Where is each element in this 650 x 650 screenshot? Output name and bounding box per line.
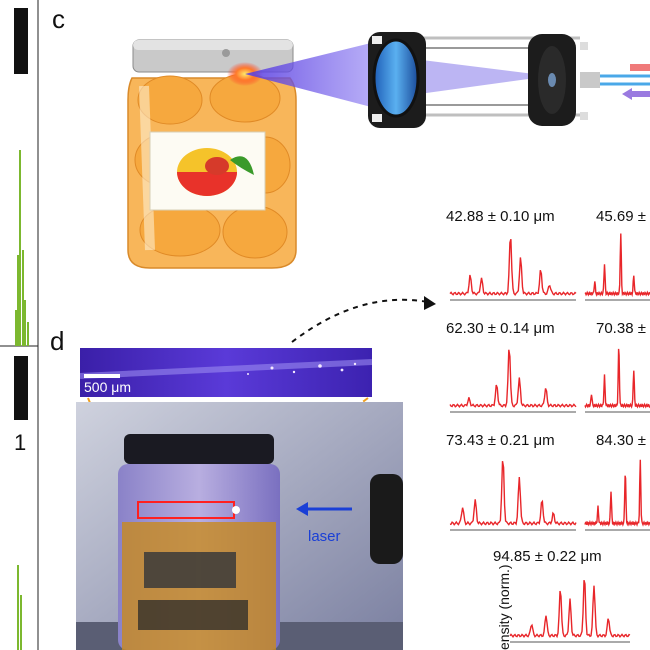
spectrum-trace — [584, 233, 650, 298]
photo-image — [76, 402, 403, 650]
left-tick-label: 1 — [14, 430, 27, 455]
spectrum-caption-6: 84.30 ± — [596, 432, 646, 449]
spectrum-caption-5: 73.43 ± 0.21 μm — [446, 432, 555, 449]
left-panel-graphic — [0, 0, 39, 650]
spectrum-trace — [584, 459, 650, 527]
fluorescence-micrograph: 500 μm — [80, 348, 372, 397]
spectrum-trace — [449, 239, 577, 296]
spectrum-caption-7: 94.85 ± 0.22 μm — [493, 548, 602, 565]
spectrum-caption-1: 42.88 ± 0.10 μm — [446, 208, 555, 225]
spectrum-trace — [509, 580, 631, 639]
scalebar — [84, 374, 120, 378]
micrograph-image — [80, 348, 372, 397]
laser-label: laser — [308, 528, 341, 545]
optical-cage — [368, 32, 650, 128]
spectrum-trace — [449, 349, 577, 409]
scalebar-label: 500 μm — [84, 379, 131, 395]
spectrum-trace — [584, 348, 650, 409]
spectrum-caption-2: 45.69 ± — [596, 208, 646, 225]
spectrum-caption-3: 62.30 ± 0.14 μm — [446, 320, 555, 337]
spectrum-caption-4: 70.38 ± — [596, 320, 646, 337]
left-panel-fragment: 1 — [0, 0, 40, 650]
green-bars — [15, 150, 29, 650]
y-axis-label: ensity (norm.) — [496, 564, 512, 650]
laser-arrow-head-icon — [296, 502, 308, 516]
spectrum-trace — [449, 460, 577, 526]
jar-illustration — [127, 39, 297, 269]
arrow-head-icon — [424, 296, 436, 310]
jar-photograph: laser — [76, 402, 403, 650]
panel-label-c: c — [52, 4, 65, 34]
black-bar — [14, 356, 28, 420]
panel-label-d: d — [50, 326, 65, 356]
black-bar — [14, 8, 28, 74]
laser-cone — [245, 42, 375, 108]
schematic-illustration — [127, 32, 650, 269]
